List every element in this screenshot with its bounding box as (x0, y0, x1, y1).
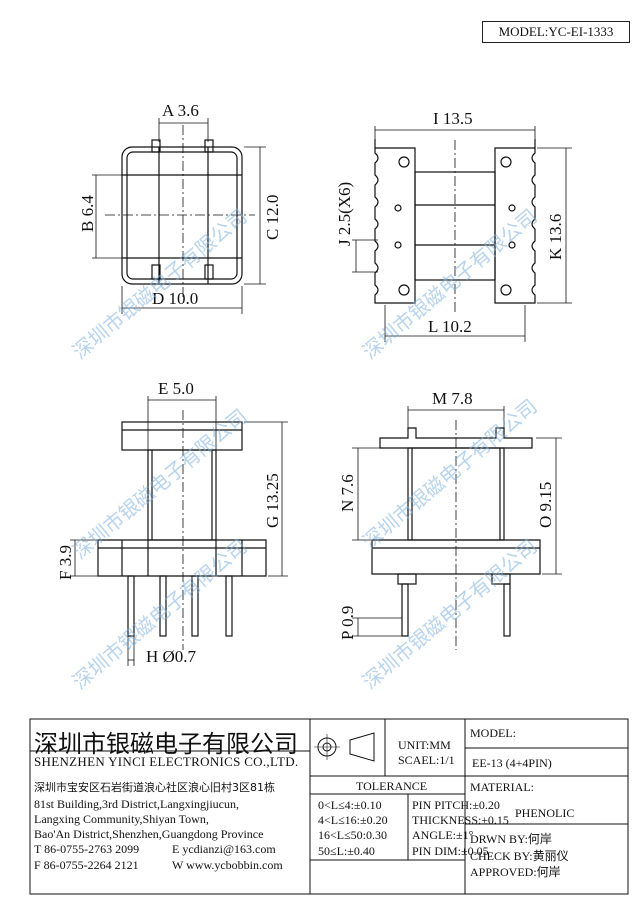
address-en-1: 81st Building,3rd District,Langxingjiucu… (34, 797, 239, 811)
address-en-2: Langxing Community,Shiyan Town, (34, 812, 209, 826)
dim-n: N 7.6 (338, 474, 357, 512)
dim-i: I 13.5 (433, 109, 473, 128)
email: E ycdianzi@163.com (172, 842, 276, 856)
dim-m: M 7.8 (432, 389, 473, 408)
company-name-cn: 深圳市银磁电子有限公司 (34, 730, 298, 758)
tolerance-right-1: PIN PITCH:±0.20 (412, 798, 500, 812)
view-front-top (92, 118, 266, 314)
drawn-by: DRWN BY:何岸 (470, 832, 552, 846)
check-by: CHECK BY:黄丽仪 (470, 849, 569, 863)
dim-g: G 13.25 (263, 473, 282, 528)
view-side-bottom (352, 406, 562, 650)
dim-p: P 0.9 (338, 606, 357, 640)
watermark-4: 深圳市银磁电子有限公司 (358, 394, 542, 554)
address-cn: 深圳市宝安区石岩街道浪心社区浪心旧村3区81栋 (34, 781, 275, 794)
model-value: EE-13 (4+4PIN) (472, 756, 552, 770)
scale: SCAEL:1/1 (398, 753, 455, 767)
dim-h: H Ø0.7 (146, 647, 197, 666)
watermark-6: 深圳市银磁电子有限公司 (358, 534, 542, 694)
dim-j: J 2.5(X6) (335, 182, 354, 246)
title-block (29, 718, 629, 895)
tolerance-right-4: PIN DIM:±0.05 (412, 844, 489, 858)
model-header: MODEL:YC-EI-1333 (482, 21, 630, 43)
dim-a: A 3.6 (162, 101, 199, 120)
dim-c: C 12.0 (263, 195, 282, 240)
website: W www.ycbobbin.com (172, 858, 283, 872)
dim-b: B 6.4 (78, 195, 97, 232)
tolerance-left-3: 16<L≤50:0.30 (318, 828, 388, 842)
model-label: MODEL: (470, 726, 516, 740)
dim-e: E 5.0 (158, 379, 194, 398)
dim-o: O 9.15 (536, 482, 555, 528)
tolerance-left-2: 4<L≤16:±0.20 (318, 813, 388, 827)
watermark-5: 深圳市银磁电子有限公司 (68, 534, 252, 694)
tolerance-title: TOLERANCE (356, 779, 428, 793)
view-side-top (352, 126, 572, 342)
company-name-en: SHENZHEN YINCI ELECTRONICS CO.,LTD. (34, 754, 299, 769)
approved-by: APPROVED:何岸 (470, 865, 561, 879)
dim-k: K 13.6 (546, 214, 565, 260)
material-value: PHENOLIC (515, 806, 575, 820)
address-en-3: Bao'An District,Shenzhen,Guangdong Provi… (34, 827, 264, 841)
telephone: T 86-0755-2763 2099 (34, 842, 140, 856)
tolerance-right-3: ANGLE:±1° (412, 828, 474, 842)
unit: UNIT:MM (398, 738, 451, 752)
tolerance-right-2: THICKNESS:±0.15 (412, 813, 509, 827)
tolerance-left-4: 50≤L:±0.40 (318, 844, 375, 858)
tolerance-left-1: 0<L≤4:±0.10 (318, 798, 382, 812)
view-front-bottom (70, 396, 288, 666)
dim-f: F 3.9 (56, 545, 75, 580)
watermark-2: 深圳市银磁电子有限公司 (358, 204, 542, 364)
fax: F 86-0755-2264 2121 (34, 858, 139, 872)
dim-d: D 10.0 (152, 289, 198, 308)
dim-l: L 10.2 (428, 317, 472, 336)
material-label: MATERIAL: (470, 780, 534, 794)
